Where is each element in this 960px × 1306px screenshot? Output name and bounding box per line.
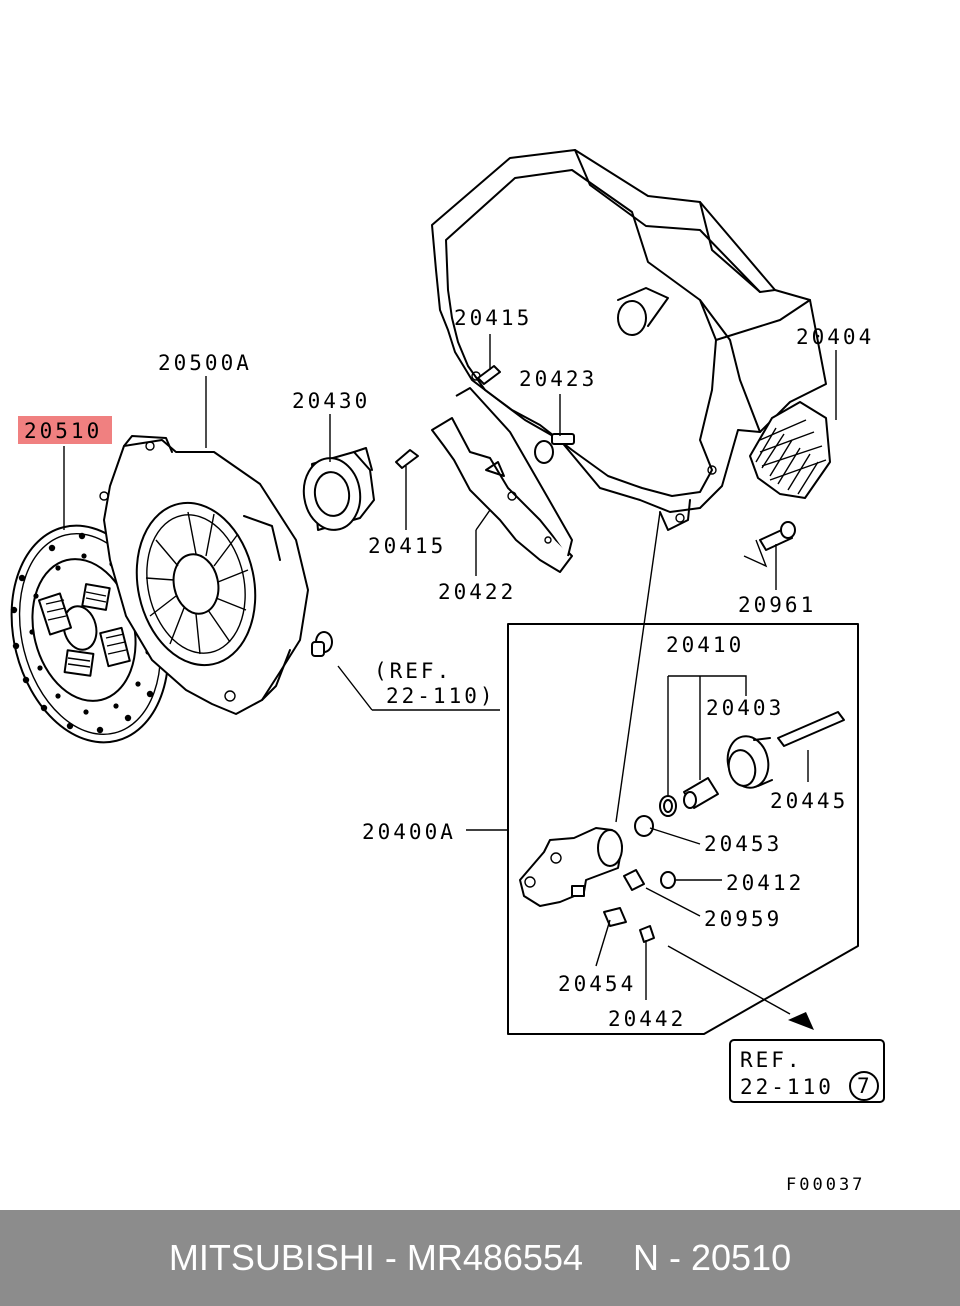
part-label-20400A[interactable]: 20400A [362, 820, 456, 844]
reference-1: (REF. 22-110) [374, 659, 496, 708]
reference-2: REF. 22-110 7 [729, 1039, 885, 1103]
footer-bar: MITSUBISHI - MR486554 N - 20510 [0, 1210, 960, 1306]
part-label-20423[interactable]: 20423 [519, 367, 597, 391]
part-labels: 20510 20500A 20430 20415 20415 20423 204… [24, 306, 874, 1031]
diaphragm-fingers [145, 511, 249, 655]
pivot-bolt-20423-drawing [534, 433, 575, 464]
part-label-20510[interactable]: 20510 [24, 419, 102, 443]
part-label-20442[interactable]: 20442 [608, 1007, 686, 1031]
slave-cylinder-box [507, 623, 859, 1035]
disc-damper-springs [37, 583, 131, 677]
part-label-20500A[interactable]: 20500A [158, 351, 252, 375]
part-label-20454[interactable]: 20454 [558, 972, 636, 996]
slave-cylinder-drawing [519, 827, 623, 907]
part-label-20404[interactable]: 20404 [796, 325, 874, 349]
reference-1-line1[interactable]: (REF. [374, 659, 452, 683]
clutch-cover-drawing [99, 435, 309, 715]
slave-cylinder-small-parts [603, 711, 845, 943]
reference-2-circle-number: 7 [857, 1074, 870, 1098]
clip-20415-drawing [395, 365, 501, 469]
part-label-20430[interactable]: 20430 [292, 389, 370, 413]
part-label-20403[interactable]: 20403 [706, 696, 784, 720]
clutch-parts-diagram: 20510 20500A 20430 20415 20415 20423 204… [10, 149, 885, 1195]
part-label-20410[interactable]: 20410 [666, 633, 744, 657]
figure-code: F00037 [786, 1175, 865, 1195]
part-label-20959[interactable]: 20959 [704, 907, 782, 931]
part-label-20453[interactable]: 20453 [704, 832, 782, 856]
bolt-20961-drawing [759, 521, 796, 551]
reference-1-line2[interactable]: 22-110) [386, 684, 496, 708]
release-fork-drawing [431, 387, 573, 573]
transmission-housing-drawing [431, 149, 827, 531]
part-label-20415-top[interactable]: 20415 [454, 306, 532, 330]
footer-part-text: MITSUBISHI - MR486554 N - 20510 [168, 1237, 792, 1278]
part-label-20422[interactable]: 20422 [438, 580, 516, 604]
part-label-20415-bottom[interactable]: 20415 [368, 534, 446, 558]
part-label-20445[interactable]: 20445 [770, 789, 848, 813]
release-boot-drawing [749, 401, 831, 499]
reference-2-line1[interactable]: REF. [740, 1048, 803, 1072]
reference-2-line2[interactable]: 22-110 [740, 1075, 834, 1099]
part-label-20961[interactable]: 20961 [738, 593, 816, 617]
part-label-20412[interactable]: 20412 [726, 871, 804, 895]
release-bearing-drawing [302, 447, 375, 531]
pivot-stud-drawing [311, 631, 333, 657]
leader-lines [63, 334, 837, 1030]
part-highlight [18, 416, 112, 444]
